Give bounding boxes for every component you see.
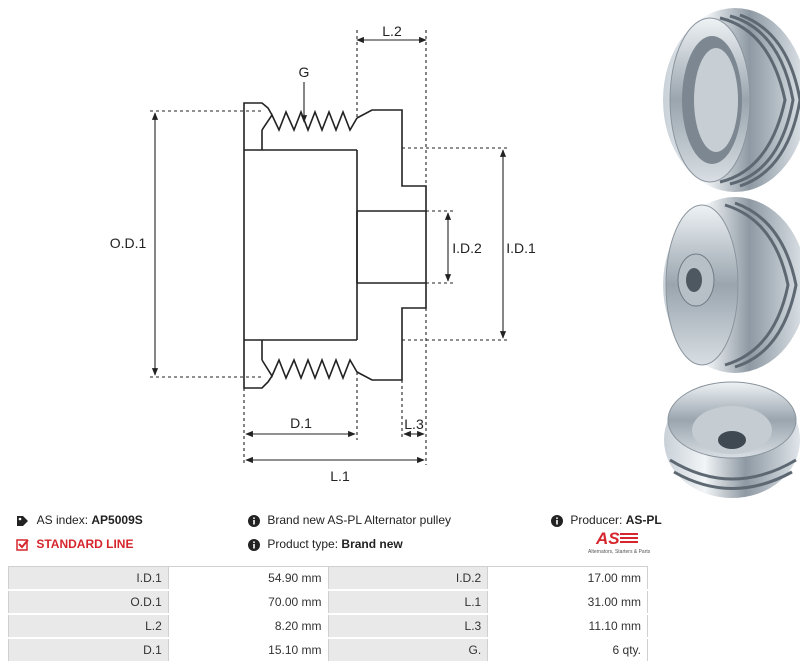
spec-label: L.2 [8, 613, 169, 639]
spec-label: I.D.1 [8, 566, 169, 591]
standard-line: STANDARD LINE [16, 536, 133, 552]
logo-tagline: Alternators, Starters & Parts [588, 549, 651, 555]
label-d1: D.1 [290, 415, 312, 431]
info-icon [551, 514, 563, 527]
label-g: G [299, 64, 310, 80]
spec-label: L.3 [327, 613, 489, 639]
info-icon [248, 514, 260, 527]
spec-label: G. [327, 637, 489, 663]
producer: Producer: AS-PL [551, 512, 662, 528]
pulley-outline [243, 102, 427, 389]
spec-label: I.D.2 [327, 566, 489, 591]
spec-value: 54.90 mm [167, 566, 329, 591]
as-index-label: AS index: [36, 513, 89, 527]
check-square-icon [16, 539, 29, 552]
spec-value: 70.00 mm [167, 589, 329, 615]
spec-value: 11.10 mm [487, 613, 648, 639]
info-icon [248, 538, 260, 551]
spec-label: D.1 [8, 637, 169, 663]
pulley-photo-side [663, 197, 800, 373]
tags-icon [17, 515, 28, 526]
technical-drawing: L.2 G O.D.1 I.D.2 I.D.1 D.1 L.3 L.1 [110, 23, 536, 484]
producer-value: AS-PL [625, 513, 662, 527]
pulley-photo-back [664, 381, 800, 498]
as-pl-logo: AS Alternators, Starters & Parts [588, 530, 652, 560]
label-id2: I.D.2 [452, 240, 482, 256]
as-index: AS index: AP5009S [16, 512, 143, 528]
product-description: Brand new AS-PL Alternator pulley [248, 512, 451, 528]
product-type-label: Product type: [267, 537, 339, 551]
spec-value: 8.20 mm [167, 613, 329, 639]
label-l1: L.1 [330, 468, 350, 484]
producer-label: Producer: [570, 513, 623, 527]
spec-value: 15.10 mm [167, 637, 329, 663]
product-photos [663, 8, 800, 498]
logo-stripes [620, 533, 638, 545]
description-text: Brand new AS-PL Alternator pulley [267, 513, 452, 527]
label-l2: L.2 [382, 23, 402, 39]
spec-value: 31.00 mm [487, 589, 648, 615]
label-id1: I.D.1 [506, 240, 536, 256]
pulley-photo-front [663, 8, 800, 192]
label-l3: L.3 [404, 416, 424, 432]
product-type: Product type: Brand new [248, 536, 403, 552]
as-index-value: AP5009S [91, 513, 143, 527]
extension-lines [150, 30, 510, 465]
dimension-arrows [151, 36, 507, 464]
label-od1: O.D.1 [110, 235, 147, 251]
logo-mark: AS [596, 529, 620, 548]
spec-value: 17.00 mm [487, 566, 648, 591]
product-type-value: Brand new [341, 537, 403, 551]
spec-value: 6 qty. [487, 637, 648, 663]
standard-line-label: STANDARD LINE [36, 537, 134, 551]
spec-label: O.D.1 [8, 589, 169, 615]
spec-label: L.1 [327, 589, 489, 615]
